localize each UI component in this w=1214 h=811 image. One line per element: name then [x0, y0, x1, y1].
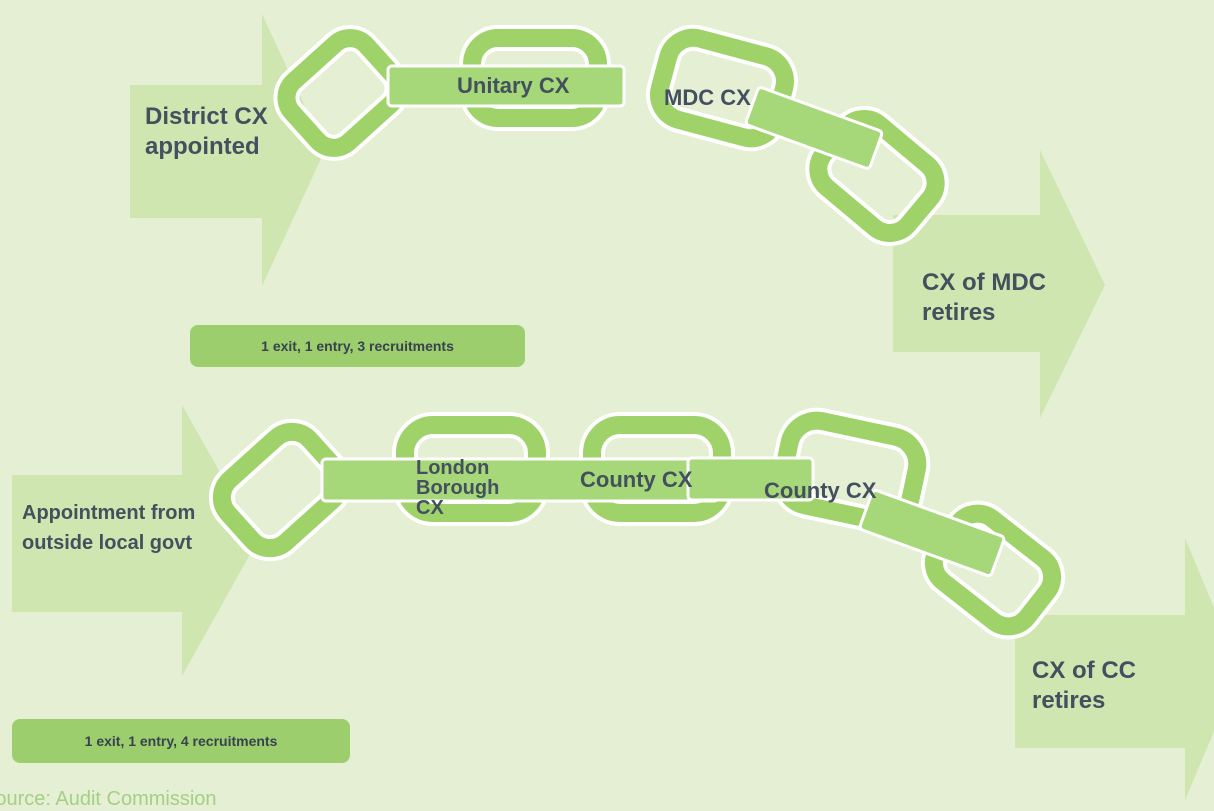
bottom-link-label-county-2: County CX: [764, 478, 877, 503]
bottom-link-label-county-1: County CX: [580, 467, 693, 492]
top-start-label: District CX appointed: [145, 103, 268, 160]
top-link-label-unitary: Unitary CX: [457, 73, 570, 98]
bottom-end-arrow: [1015, 538, 1214, 800]
top-end-arrow: [893, 150, 1105, 418]
top-start-arrow: [130, 14, 325, 286]
top-end-label: CX of MDC retires: [922, 269, 1046, 326]
bottom-end-label: CX of CC retires: [1032, 657, 1136, 714]
top-chain-bars: [386, 64, 884, 170]
bottom-start-label: Appointment from outside local govt: [22, 502, 196, 554]
bottom-start-arrow: [12, 405, 258, 676]
bottom-summary-badge: 1 exit, 1 entry, 4 recruitments: [12, 719, 350, 763]
bottom-chain-bars: [320, 456, 1006, 578]
top-summary-badge: 1 exit, 1 entry, 3 recruitments: [190, 325, 525, 367]
source-note: Source: Audit Commission: [0, 788, 217, 810]
bottom-link-label-london: London Borough CX: [416, 457, 500, 519]
top-link-label-mdc: MDC CX: [664, 85, 751, 110]
